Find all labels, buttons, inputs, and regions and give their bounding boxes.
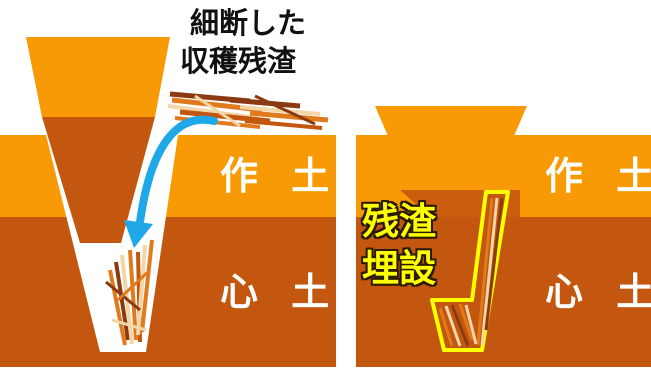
residue-burial-label-line1: 残渣 (362, 200, 436, 243)
panel-divider (336, 0, 356, 367)
buried-residue-right (438, 197, 504, 347)
left-topsoil-label: 作 土 (220, 154, 340, 198)
right-subsoil-layer (356, 217, 651, 367)
right-panel (356, 106, 651, 367)
arrow-head (124, 220, 153, 248)
right-topsoil-label: 作 土 (545, 154, 651, 198)
residue-caption-line2: 収穫残渣 (180, 44, 297, 78)
surface-residue-bundle (167, 91, 329, 130)
lifted-soil-subsoil (42, 117, 155, 243)
left-subsoil-label: 心 土 (220, 270, 340, 314)
surface-mound (375, 106, 527, 136)
arrow-shaft (136, 115, 218, 226)
left-subsoil-layer (0, 217, 336, 367)
lifted-soil-topsoil (26, 37, 170, 117)
residue-caption-line1: 細断した (190, 6, 307, 40)
buried-residue-left (105, 239, 154, 346)
left-panel (0, 37, 336, 367)
residue-burial-label-line2: 埋設 (362, 247, 436, 290)
right-subsoil-label: 心 土 (545, 270, 651, 314)
